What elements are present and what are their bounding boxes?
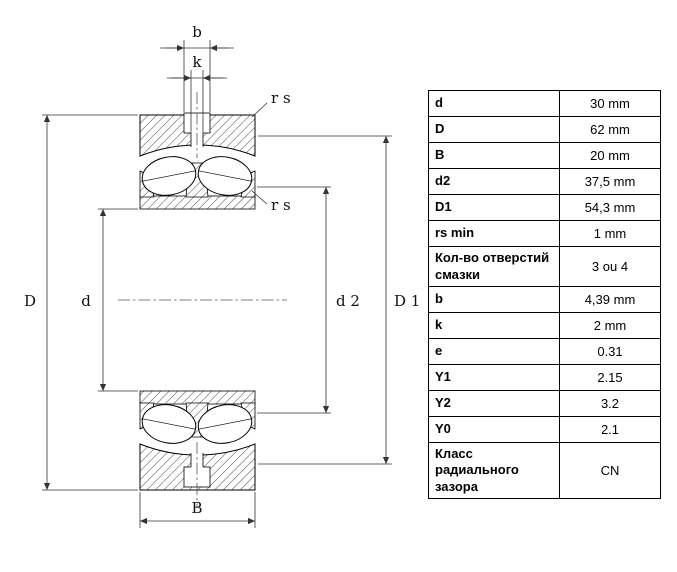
spec-param: e (428, 338, 560, 365)
label-D1: D 1 (394, 292, 420, 310)
spec-param: Класс радиального зазора (428, 442, 560, 499)
label-groove-b: b (192, 23, 202, 41)
spec-param: D (428, 116, 560, 143)
spec-param: d2 (428, 168, 560, 195)
spec-value: 3 ou 4 (559, 246, 661, 287)
dimension-lines (42, 40, 392, 528)
spec-param: Y2 (428, 390, 560, 417)
table-row: Y2 3.2 (428, 390, 661, 417)
bearing-spec-table: d 30 mm D 62 mm B 20 mm d2 37,5 mm D1 (428, 90, 661, 499)
label-d2: d 2 (336, 292, 360, 310)
table-row: Кол-во отверстий смазки 3 ou 4 (428, 246, 661, 287)
spec-param: k (428, 312, 560, 339)
table-row: Y1 2.15 (428, 364, 661, 391)
label-hole-k: k (192, 53, 202, 71)
table-row: D1 54,3 mm (428, 194, 661, 221)
spec-value: 2 mm (559, 312, 661, 339)
spec-value: 20 mm (559, 142, 661, 169)
spec-param: B (428, 142, 560, 169)
spec-value: 1 mm (559, 220, 661, 247)
spec-value: 0.31 (559, 338, 661, 365)
spec-param: Y0 (428, 416, 560, 443)
dimension-labels: D d d 2 D 1 B b k r s r s (24, 23, 420, 517)
table-row: rs min 1 mm (428, 220, 661, 247)
label-bore-d: d (81, 292, 91, 310)
spec-value: 4,39 mm (559, 286, 661, 313)
spec-param: d (428, 90, 560, 117)
table-row: Y0 2.1 (428, 416, 661, 443)
label-rs-mid: r s (271, 196, 291, 214)
spec-param: D1 (428, 194, 560, 221)
spec-value: 37,5 mm (559, 168, 661, 195)
spec-value: 54,3 mm (559, 194, 661, 221)
table-row: d2 37,5 mm (428, 168, 661, 195)
table-row: e 0.31 (428, 338, 661, 365)
spec-value: CN (559, 442, 661, 499)
table-row: d 30 mm (428, 90, 661, 117)
label-rs-top: r s (271, 89, 291, 107)
spec-value: 2.1 (559, 416, 661, 443)
spec-value: 3.2 (559, 390, 661, 417)
bearing-cross-section-diagram: D d d 2 D 1 B b k r s r s (24, 23, 420, 528)
spec-param: rs min (428, 220, 560, 247)
table-row: B 20 mm (428, 142, 661, 169)
spec-value: 30 mm (559, 90, 661, 117)
spherical-rollers (141, 156, 253, 444)
table-row: k 2 mm (428, 312, 661, 339)
spec-param: Кол-во отверстий смазки (428, 246, 560, 287)
centerlines (118, 92, 287, 508)
spec-param: b (428, 286, 560, 313)
spec-value: 62 mm (559, 116, 661, 143)
spec-param: Y1 (428, 364, 560, 391)
label-width-B: B (191, 499, 202, 517)
table-row: b 4,39 mm (428, 286, 661, 313)
table-row: Класс радиального зазора CN (428, 442, 661, 499)
spec-value: 2.15 (559, 364, 661, 391)
spec-table-container: d 30 mm D 62 mm B 20 mm d2 37,5 mm D1 (428, 90, 661, 499)
label-outer-diameter-D: D (24, 292, 36, 310)
table-row: D 62 mm (428, 116, 661, 143)
